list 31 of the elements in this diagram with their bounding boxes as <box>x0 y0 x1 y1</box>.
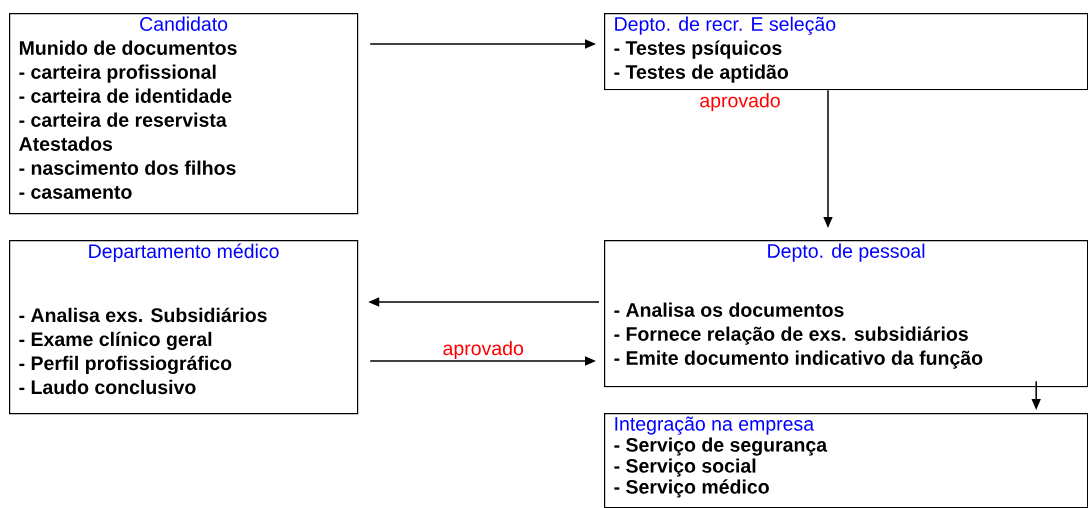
list-item: - Perfil profissiográfico <box>19 355 232 375</box>
box-heading: Integração na empresa <box>615 416 815 435</box>
list-item: - Analisa exs. Subsidiários <box>19 307 267 323</box>
box-heading: Candidato <box>140 16 228 31</box>
box-heading: Depto. de pessoal <box>768 243 925 262</box>
list-item: Atestados <box>19 136 113 151</box>
box-heading: Depto. de recr. E seleção <box>615 16 836 35</box>
list-item: - carteira de identidade <box>19 88 232 103</box>
list-item: - casamento <box>19 186 132 199</box>
list-item: - nascimento dos filhos <box>19 160 236 175</box>
list-item: - Emite documento indicativo da função <box>614 350 983 369</box>
edge-label: aprovado <box>700 93 780 112</box>
list-item: - carteira profissional <box>19 64 216 83</box>
list-item: - Fornece relação de exs. subsidiários <box>614 326 968 345</box>
list-item: - Analisa os documentos <box>614 302 844 317</box>
list-item: - Exame clínico geral <box>19 331 212 351</box>
process-box <box>9 13 359 215</box>
edge-label: aprovado <box>443 340 523 360</box>
list-item: - Serviço de segurança <box>614 437 828 456</box>
list-item: - Laudo conclusivo <box>19 379 196 395</box>
list-item: - carteira de reservista <box>19 112 227 127</box>
list-item: - Serviço médico <box>614 479 769 498</box>
process-box <box>604 13 1088 91</box>
list-item: - Testes psíquicos <box>614 40 782 59</box>
box-heading: Departamento médico <box>89 243 279 262</box>
process-box <box>604 413 1088 508</box>
process-box <box>9 240 359 415</box>
process-box <box>604 240 1088 388</box>
list-item: - Testes de aptidão <box>614 64 788 83</box>
list-item: - Serviço social <box>614 458 756 477</box>
list-item: Munido de documentos <box>19 40 237 55</box>
